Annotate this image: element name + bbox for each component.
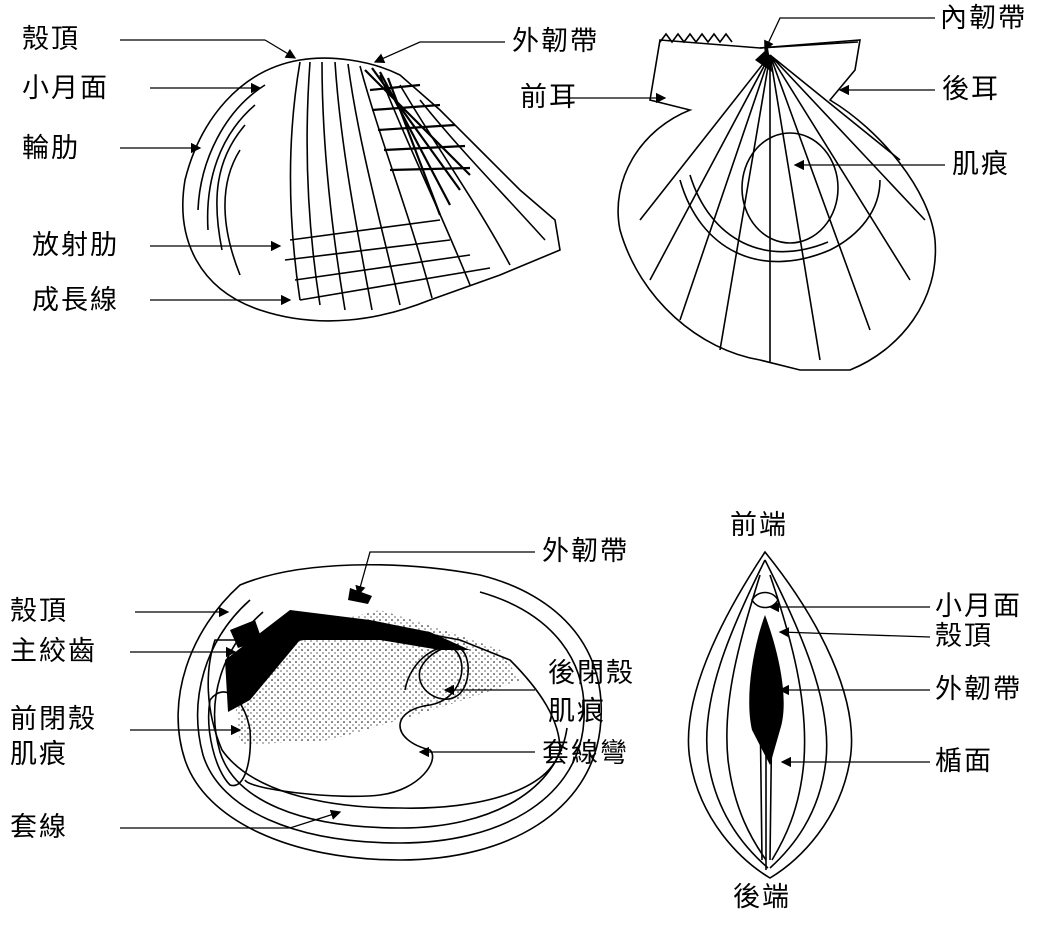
label-radial-rib: 放射肋 — [32, 232, 119, 259]
label-anterior-end: 前端 — [730, 512, 788, 539]
label-posterior-adductor-2: 肌痕 — [548, 698, 606, 725]
label-lunule-a: 小月面 — [22, 75, 109, 102]
dorsal-ligament-black — [749, 615, 783, 765]
label-external-ligament-c: 外韌帶 — [542, 538, 629, 565]
label-external-ligament-d: 外韌帶 — [935, 676, 1022, 703]
label-internal-ligament: 內韌帶 — [940, 5, 1027, 32]
label-anterior-adductor-1: 前閉殼 — [10, 706, 97, 733]
label-pallial-line: 套線 — [10, 814, 68, 841]
label-growth-line: 成長線 — [32, 287, 119, 314]
cockle-shell-exterior — [183, 58, 560, 321]
label-umbo-a: 殼頂 — [22, 26, 80, 53]
label-pallial-sinus: 套線彎 — [542, 740, 629, 767]
figure-d-leaders — [770, 607, 930, 762]
label-muscle-scar: 肌痕 — [952, 151, 1010, 178]
label-anterior-adductor-2: 肌痕 — [10, 741, 68, 768]
label-posterior-ear: 後耳 — [942, 76, 1000, 103]
label-umbo-d: 殼頂 — [935, 623, 993, 650]
label-lunule-d: 小月面 — [935, 593, 1022, 620]
label-posterior-adductor-1: 後閉殼 — [548, 660, 635, 687]
label-escutcheon: 楯面 — [935, 748, 993, 775]
figure-a-leaders — [120, 40, 505, 300]
label-umbo-c: 殼頂 — [10, 598, 68, 625]
label-concentric-rib: 輪肋 — [22, 135, 80, 162]
label-posterior-end: 後端 — [733, 884, 791, 911]
label-external-ligament-a: 外韌帶 — [512, 28, 599, 55]
scallop-shell — [618, 34, 935, 370]
label-anterior-ear: 前耳 — [520, 84, 578, 111]
label-hinge-teeth: 主絞齒 — [10, 638, 97, 665]
